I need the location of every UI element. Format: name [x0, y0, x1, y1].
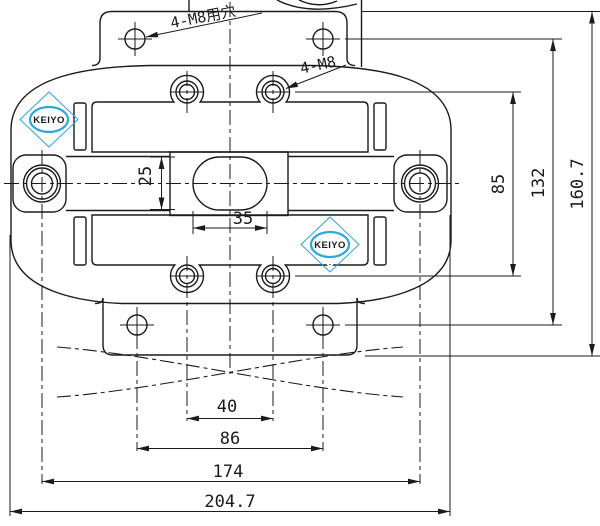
- logo-ellipse: [28, 105, 70, 134]
- logo-diamond: [300, 216, 360, 273]
- leader-line-clearance: [145, 12, 263, 38]
- dimension-texts: 25 35 85 132 160.7 40 86 174 204.7: [136, 158, 588, 512]
- keiyo-logo-right: KEIYO: [300, 216, 360, 273]
- leader-line-tap: [285, 64, 347, 89]
- logo-ellipse: [309, 230, 351, 259]
- body-outline: [10, 64, 452, 305]
- dim-text-40: 40: [217, 397, 237, 417]
- pocket-side-channels: [66, 155, 394, 212]
- centerlines: [4, 2, 460, 484]
- logo-text: KEIYO: [33, 115, 65, 126]
- leader-text-clearance: 4-M8用穴: [169, 2, 237, 32]
- leader-text-tap: 4-M8: [298, 53, 337, 78]
- extension-lines: [9, 11, 600, 516]
- dim-text-204-7: 204.7: [204, 492, 255, 512]
- dim-text-174: 174: [213, 462, 244, 482]
- side-slots: [73, 102, 387, 266]
- dim-text-86: 86: [220, 429, 240, 449]
- dim-text-132: 132: [529, 168, 549, 199]
- belt-crossing-phantom: [56, 346, 404, 398]
- logo-text: KEIYO: [314, 240, 346, 251]
- dim-text-25: 25: [136, 166, 156, 186]
- logo-diamond: [19, 91, 79, 148]
- dim-text-85: 85: [489, 174, 509, 194]
- keiyo-logo-left: KEIYO: [19, 91, 79, 148]
- phantom-top-shape: [188, 0, 363, 67]
- dim-text-160-7: 160.7: [568, 158, 588, 209]
- dimension-lines: [10, 11, 595, 515]
- drawing-root: KEIYO KEIYO: [4, 0, 600, 516]
- pocket-upper-band: [91, 74, 369, 153]
- dim-text-35: 35: [233, 209, 253, 229]
- top-mounting-tab: [91, 10, 356, 67]
- pocket-lower-band: [91, 214, 369, 294]
